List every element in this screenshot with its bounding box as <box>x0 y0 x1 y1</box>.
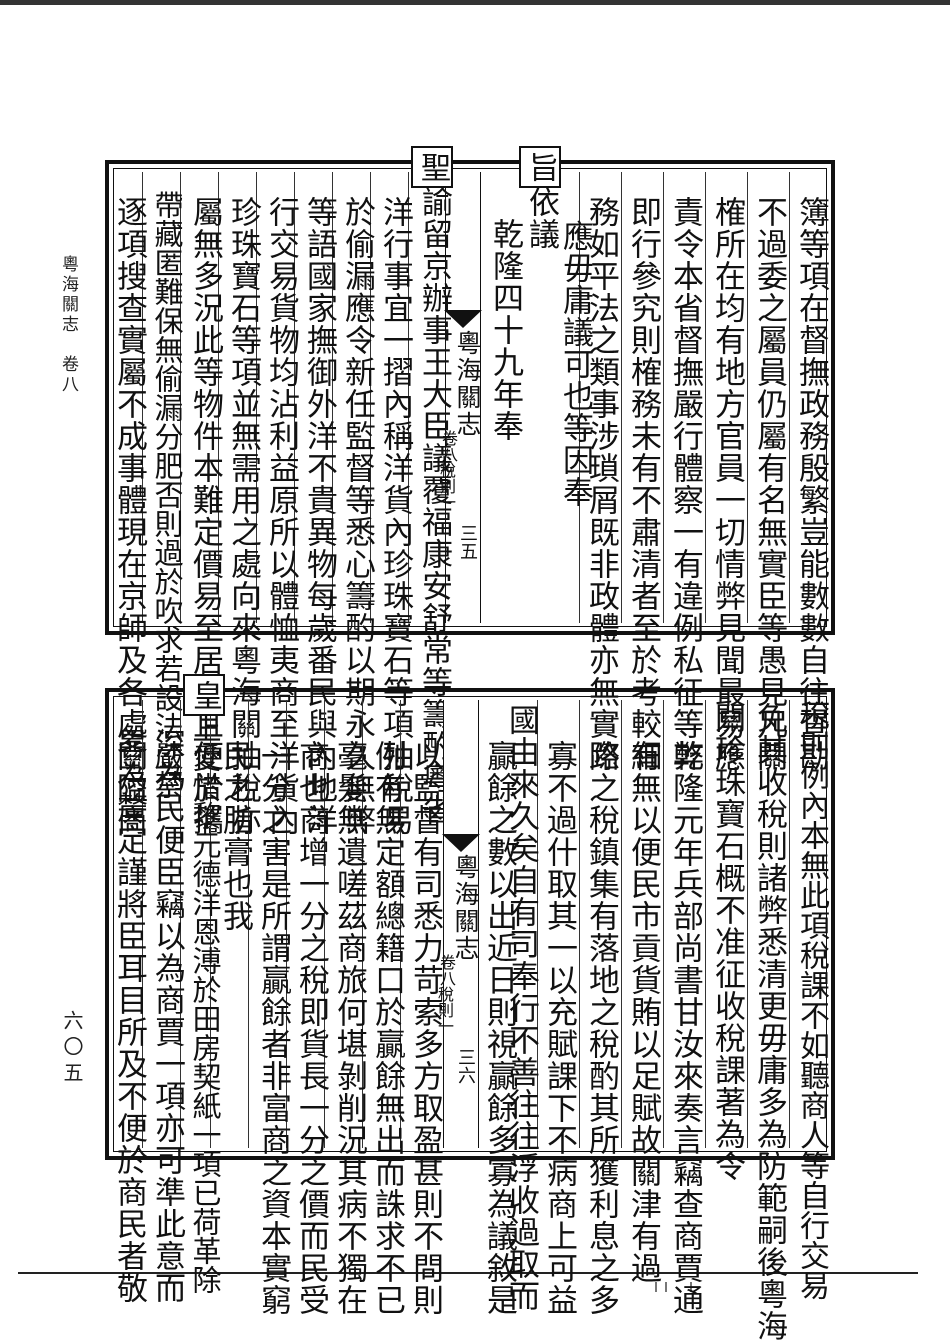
text-column: 乾隆元年兵部尚書甘汝來奏言竊查商賈通 <box>667 740 703 1316</box>
text-column: 不過委之屬員仍屬有名無實臣等愚見凡關 <box>751 196 787 772</box>
upper-inner-frame <box>113 168 827 627</box>
strip-title: 粵海關志 <box>453 330 482 438</box>
upper-panel: 簿等項在督撫政務殷繁豈能數數自往查勘 不過委之屬員仍屬有名無實臣等愚見凡關 榷所… <box>105 146 835 836</box>
text-column: 有無以便民市貢貨賄以足賦故關津有過 <box>625 740 661 1284</box>
text-column: 商也商增一分之稅即貨長一分之價而民受 <box>293 740 329 1316</box>
column-rule <box>579 172 580 623</box>
text-column: 責令本省督撫嚴行體察一有違例私征等弊 <box>667 196 703 772</box>
page-number: 六〇五 <box>60 1010 84 1088</box>
text-column: 行交易貨物均沾利益原所以體恤夷商至洋貨內 <box>263 196 299 836</box>
text-column: 依議 <box>523 186 559 250</box>
column-rule <box>408 172 409 623</box>
text-column: 關珍珠寶石概不准征收稅課著為令 <box>709 702 745 1182</box>
bottom-rule <box>18 1272 918 1274</box>
strip-title: 粵海關志 <box>451 854 480 962</box>
column-rule <box>286 700 287 1148</box>
text-column: 以監督有司悉力苛索多方取盈甚則不問則 <box>407 740 443 1316</box>
strip-leaf: 三六 <box>455 1048 476 1084</box>
strip-volume: 卷八 <box>439 430 458 462</box>
strip-volume: 卷八 <box>437 954 456 986</box>
fish-tail-mark <box>442 834 480 852</box>
text-column: 畧為釐定謹將臣耳目所及不便於商民者敬 <box>111 728 147 1304</box>
lower-inner-frame <box>113 696 827 1152</box>
column-rule <box>180 700 181 1148</box>
column-rule <box>142 172 143 623</box>
column-rule <box>789 172 790 623</box>
column-rule <box>332 172 333 623</box>
running-title: 粵海關志 卷八 <box>58 255 78 395</box>
lower-panel: 稅則例內本無此項稅課不如聽商人等自行交易 免其收稅則諸弊悉清更毋庸多為防範嗣後粵… <box>105 674 835 1342</box>
column-rule <box>294 172 295 623</box>
text-column: 上愛惜黎元德洋恩溥於田房契紙一項已荷革除 <box>188 714 222 1294</box>
scan-mark <box>665 1282 667 1292</box>
text-column: 寡不過什取其一以充賦課下不病商上可益 <box>541 740 577 1316</box>
column-rule <box>747 700 748 1148</box>
text-column: 等語國家撫御外洋不貴異物每歲番民與內地洋 <box>301 196 337 836</box>
text-column: 簿等項在督撫政務殷繁豈能數數自往查勘 <box>793 196 829 772</box>
scan-mark <box>690 1282 692 1292</box>
column-rule <box>248 700 249 1148</box>
text-column: 逐項搜查實屬不成事體現在京師及各處關隘商 <box>111 196 147 836</box>
text-column: 務如平法之類事涉瑣屑既非政體亦無實際 <box>583 196 619 772</box>
fish-tail-mark <box>444 310 482 328</box>
text-column: 國由來久矣自有司奉行不善往往浮收過取而 <box>503 704 539 1312</box>
text-column: 贏餘之數以出近日則視贏餘多寡為議敘是 <box>481 740 517 1316</box>
text-column: 毫髮無遺嗟茲商旅何堪剝削況其病不獨在 <box>331 740 367 1316</box>
column-rule <box>256 172 257 623</box>
text-column: 屬無多況此等物件本難定價易至居奇且便於攜 <box>187 196 223 836</box>
column-rule <box>180 172 181 623</box>
column-rule <box>621 172 622 623</box>
text-column: 深為民便臣竊以為商賈一項亦可準此意而 <box>149 728 185 1304</box>
column-rule <box>789 700 790 1148</box>
text-column: 洋行事宜一摺內稱洋貨內珍珠寶石等項抽稅易 <box>377 196 413 836</box>
column-rule <box>362 700 363 1148</box>
text-column: 於偷漏應令新任監督等悉心籌酌以期永久無弊 <box>339 196 375 836</box>
date-column: 乾隆四十九年奉 <box>487 218 523 442</box>
strip-section: 稅則一 <box>435 986 454 1034</box>
text-column: 例有無定額總籍口於贏餘無出而誅求不已 <box>369 740 405 1316</box>
column-rule <box>210 700 211 1148</box>
strip-section: 稅則一 <box>437 462 456 510</box>
text-column: 稅則例內本無此項稅課不如聽商人等自行交易 <box>794 700 829 1300</box>
column-rule <box>621 700 622 1148</box>
column-rule <box>324 700 325 1148</box>
text-column: 珍珠寶石等項並無需用之處向來粵海關抽稅亦 <box>225 196 261 836</box>
text-column: 即行參究則榷務未有不肅清者至於考較細 <box>625 196 661 772</box>
scan-mark <box>655 1282 657 1292</box>
column-rule <box>400 700 401 1148</box>
top-rule <box>0 0 950 5</box>
column-rule <box>705 700 706 1148</box>
column-rule <box>705 172 706 623</box>
strip-leaf: 三五 <box>457 524 478 560</box>
column-rule <box>142 700 143 1148</box>
column-rule <box>537 700 538 1148</box>
upper-frame <box>105 160 835 635</box>
raised-honorific: 旨 <box>519 146 561 188</box>
text-column: 榷所在均有地方官員一切情弊見聞最易應 <box>709 196 745 772</box>
text-column: 應毋庸議可也等因奉 <box>557 220 593 508</box>
lower-frame <box>105 688 835 1160</box>
column-rule <box>663 172 664 623</box>
text-column: 免其收稅則諸弊悉清更毋庸多為防範嗣後粵海 <box>751 702 787 1342</box>
text-column: 帶藏匿難保無偷漏分肥否則過於吹求若設法嚴禁 <box>150 190 184 799</box>
column-rule <box>370 172 371 623</box>
center-strip: 粵海關志 卷八 稅則一 三五 <box>437 172 482 623</box>
center-strip: 粵海關志 卷八 稅則一 三六 <box>435 700 480 1148</box>
column-rule <box>747 172 748 623</box>
text-column: 路之稅鎮集有落地之稅酌其所獲利息之多 <box>583 740 619 1316</box>
text-column: 民之脂膏也我 <box>217 740 253 932</box>
raised-honorific: 皇 <box>183 674 225 716</box>
column-rule <box>218 172 219 623</box>
column-rule <box>663 700 664 1148</box>
raised-honorific: 聖 <box>411 146 453 188</box>
column-rule <box>579 700 580 1148</box>
text-column: 一分之害是所謂贏餘者非富商之資本實窮 <box>255 740 291 1316</box>
